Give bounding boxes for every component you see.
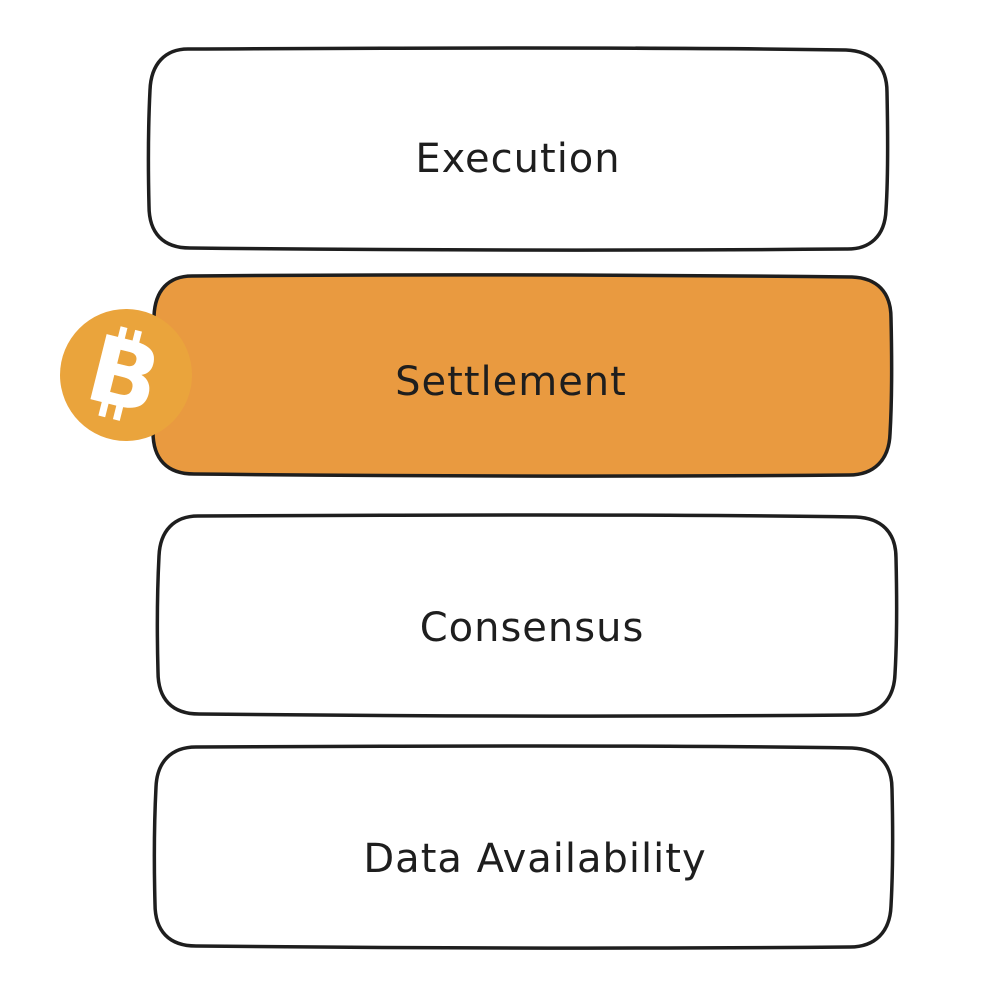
layer-data-availability-label: Data Availability [363, 836, 706, 882]
layer-data-availability-box [152, 744, 895, 950]
bitcoin-glyph-tick-bottom-left [98, 399, 110, 418]
layer-consensus: Consensus [155, 513, 899, 718]
layer-execution: Execution [146, 46, 890, 252]
layer-execution-label: Execution [415, 136, 620, 182]
bitcoin-glyph-tick-top-right [131, 329, 142, 348]
bitcoin-glyph-tick-top-left [116, 326, 128, 344]
layer-execution-box [146, 46, 890, 252]
bitcoin-badge-circle [60, 309, 192, 441]
layer-consensus-box [155, 513, 899, 718]
layer-settlement-label: Settlement [395, 359, 627, 405]
layer-consensus-label: Consensus [420, 605, 645, 651]
bitcoin-glyph-tick-bottom-right [112, 403, 124, 421]
layer-data-availability: Data Availability [152, 744, 895, 950]
bitcoin-icon: B [60, 309, 192, 441]
layer-settlement: Settlement [150, 273, 894, 478]
